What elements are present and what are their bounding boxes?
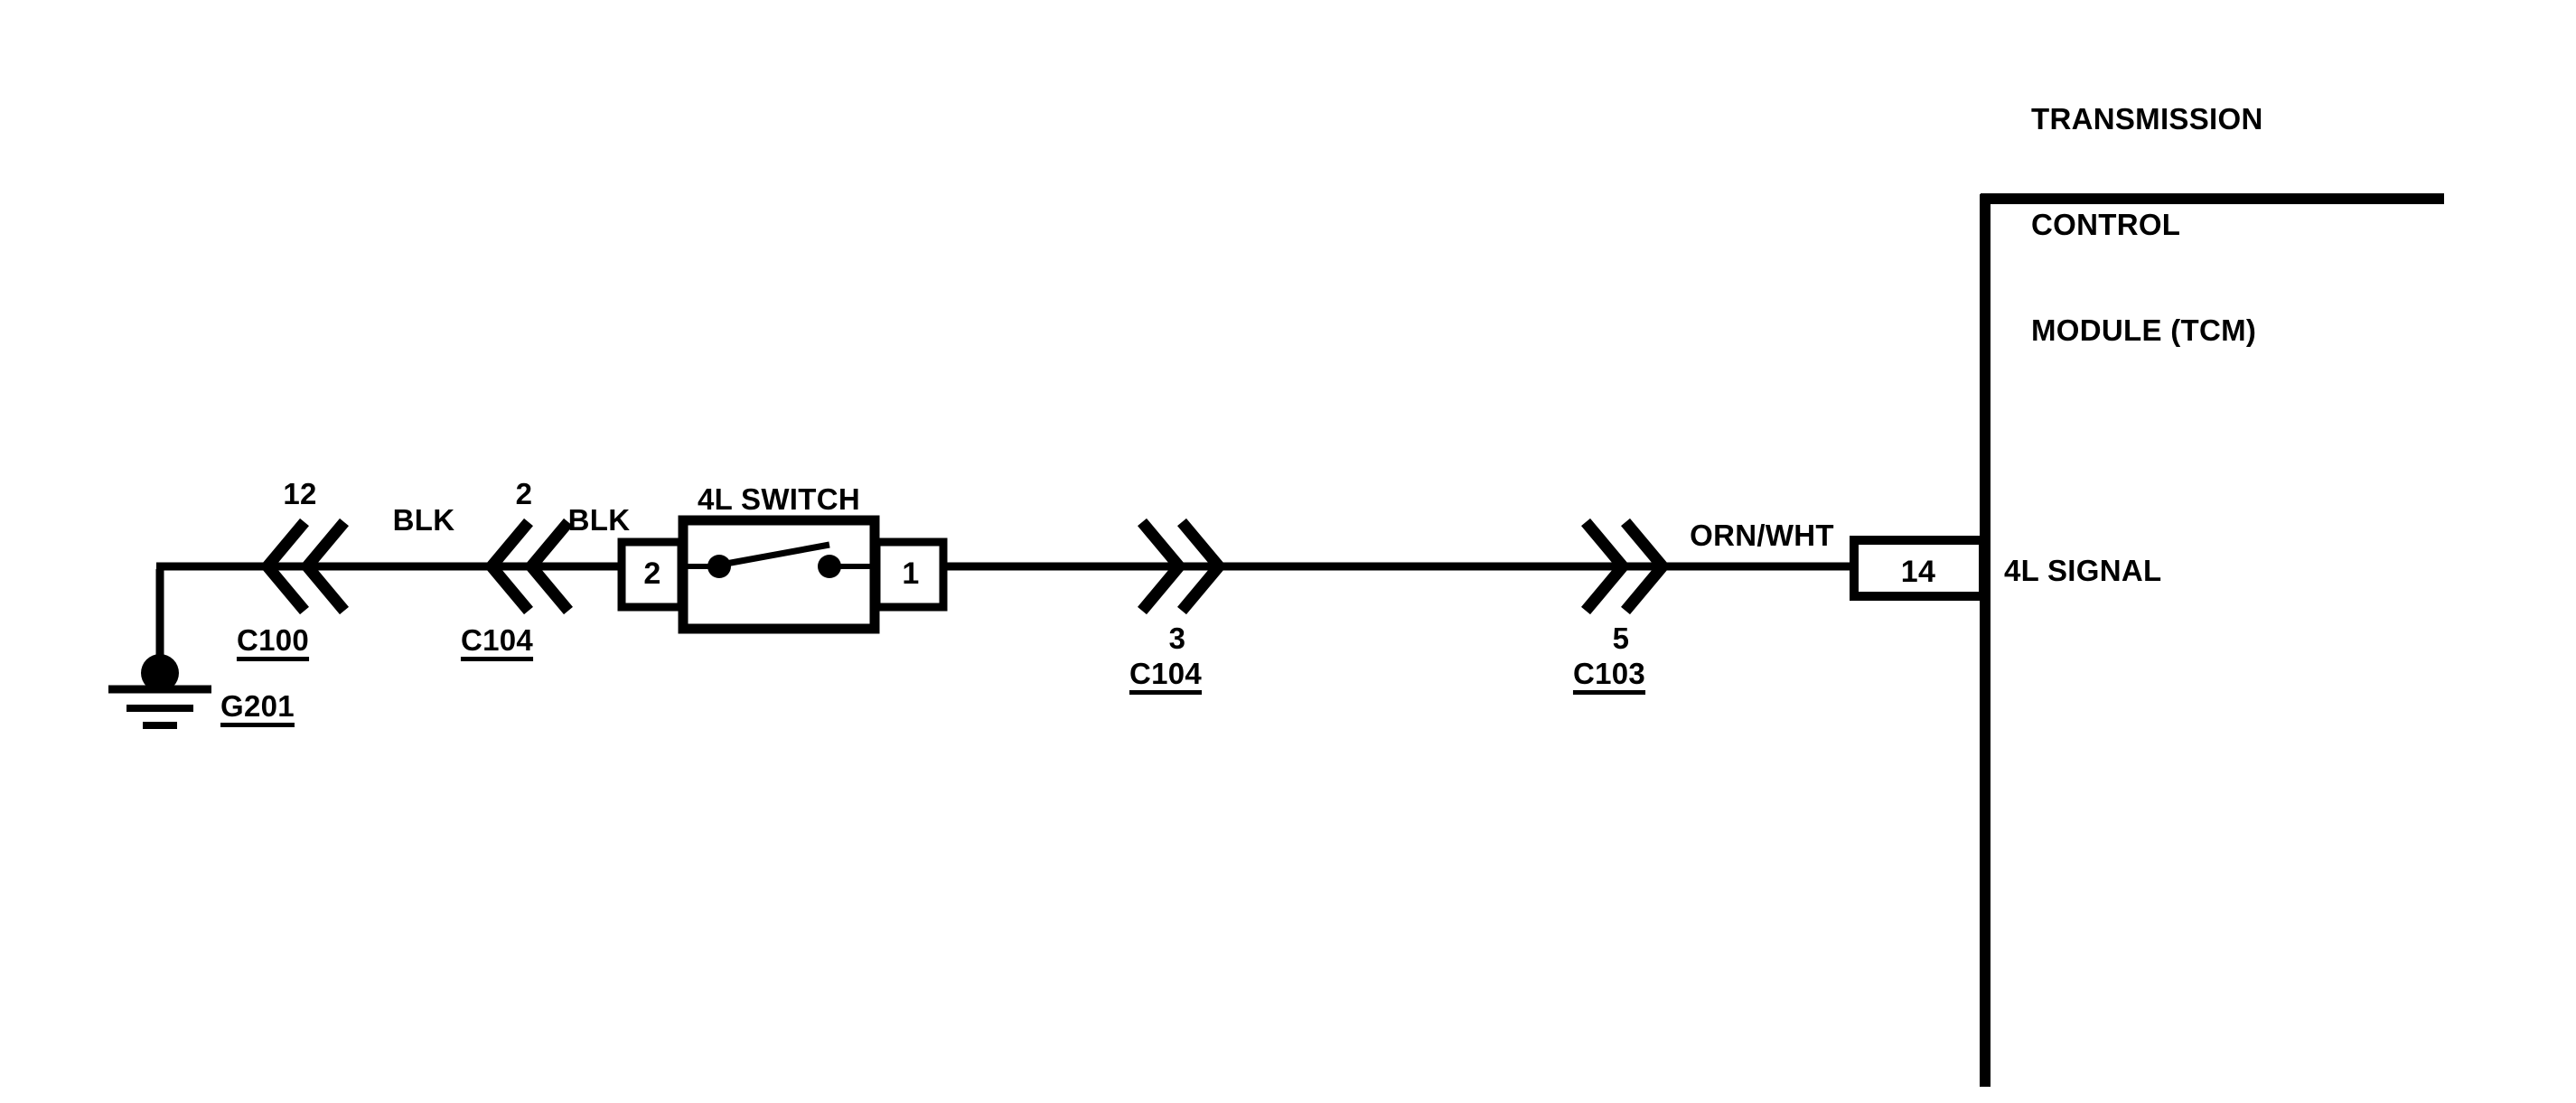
connector-c104a-arrows xyxy=(483,518,573,615)
connector-c104a-label: C104 xyxy=(460,623,534,657)
connector-c103-pin-number: 5 xyxy=(1612,622,1630,655)
tcm-title-line-2: CONTROL xyxy=(2031,207,2181,241)
wire-label-blk-1: BLK xyxy=(392,503,455,537)
switch-pin-box-2 xyxy=(617,537,686,612)
switch-contact-left xyxy=(707,555,731,578)
connector-c100-arrows xyxy=(259,518,349,615)
switch-4l-title: 4L SWITCH xyxy=(698,482,860,516)
switch-4l-graphic xyxy=(617,515,948,634)
tcm-pin-label-14: 14 xyxy=(1900,555,1936,589)
connector-c103-label: C103 xyxy=(1572,657,1646,690)
tcm-title-line-3: MODULE (TCM) xyxy=(2031,313,2257,347)
tcm-signal-label-4l: 4L SIGNAL xyxy=(2004,554,2162,587)
connector-c104b-label: C104 xyxy=(1129,657,1203,690)
ground-label-g201: G201 xyxy=(220,689,295,723)
switch-contact-right xyxy=(818,555,841,578)
switch-blade xyxy=(720,541,830,568)
switch-pin-label-2: 2 xyxy=(643,556,661,591)
wire-label-blk-2: BLK xyxy=(567,503,631,537)
ground-symbol-g201 xyxy=(108,569,211,729)
switch-pin-box-1 xyxy=(872,537,948,612)
connector-c104b-arrows xyxy=(1138,518,1227,615)
tcm-title-line-1: TRANSMISSION xyxy=(2031,101,2263,136)
connector-c103-arrows xyxy=(1581,518,1671,615)
tcm-module-title: TRANSMISSION CONTROL MODULE (TCM) xyxy=(2031,32,2263,418)
tcm-module-outline xyxy=(1980,193,2444,1087)
connector-c100-label: C100 xyxy=(236,623,310,657)
connector-c104b-pin-number: 3 xyxy=(1168,622,1186,655)
connector-c104a-pin-number: 2 xyxy=(515,477,533,510)
wire-label-orn-wht: ORN/WHT xyxy=(1690,519,1834,552)
tcm-pin-box-14 xyxy=(1850,536,1988,601)
switch-pin-label-1: 1 xyxy=(902,556,920,591)
connector-c100-pin-number: 12 xyxy=(283,477,317,510)
